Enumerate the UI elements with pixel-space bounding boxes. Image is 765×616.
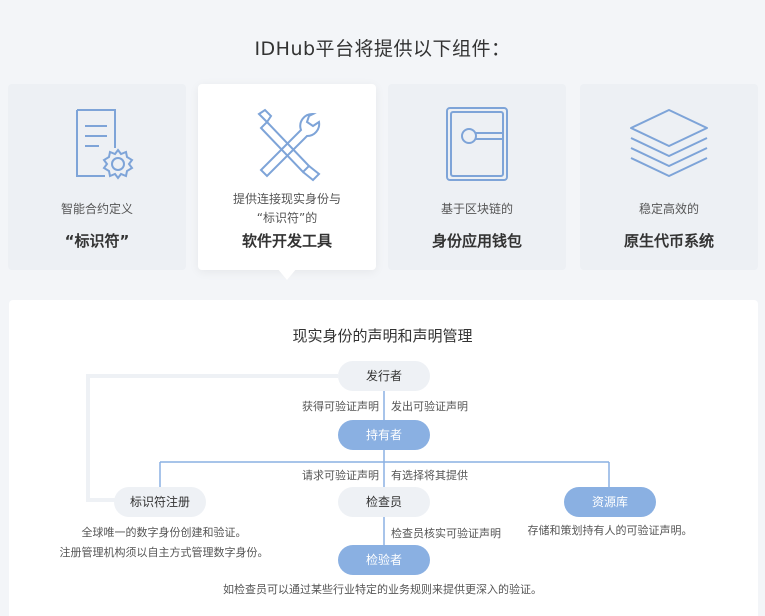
tools-icon	[198, 104, 376, 184]
card-wallet[interactable]: 基于区块链的 身份应用钱包	[388, 84, 566, 270]
card-title: 身份应用钱包	[431, 232, 522, 250]
document-gear-icon	[8, 104, 186, 184]
registry-description-2: 注册管理机构须以自主方式管理数字身份。	[59, 546, 269, 559]
node-inspector[interactable]: 检查员	[338, 487, 430, 517]
card-title: 原生代币系统	[623, 232, 714, 250]
card-title: “标识符”	[64, 232, 130, 250]
diagram-title: 现实身份的声明和声明管理	[292, 327, 473, 345]
node-holder[interactable]: 持有者	[338, 420, 430, 450]
label-issue: 发出可验证声明	[391, 400, 468, 413]
card-identifier-definition[interactable]: 智能合约定义 “标识符”	[8, 84, 186, 270]
label-choose: 有选择将其提供	[391, 469, 468, 482]
label-obtain: 获得可验证声明	[302, 400, 379, 413]
label-verify: 检查员核实可验证声明	[391, 527, 501, 540]
verifier-description: 如检查员可以通过某些行业特定的业务规则来提供更深入的验证。	[223, 583, 542, 596]
node-repository[interactable]: 资源库	[564, 487, 656, 517]
node-registry[interactable]: 标识符注册	[114, 487, 206, 517]
active-card-pointer	[277, 268, 297, 280]
card-subtitle-2: “标识符”的	[256, 211, 318, 225]
card-title: 软件开发工具	[241, 232, 332, 250]
card-token[interactable]: 稳定高效的 原生代币系统	[580, 84, 758, 270]
card-subtitle: 基于区块链的	[440, 202, 513, 216]
wallet-icon	[388, 104, 566, 184]
repository-description: 存储和策划持有人的可验证声明。	[527, 524, 693, 537]
card-subtitle: 提供连接现实身份与	[232, 192, 341, 206]
layers-icon	[580, 104, 758, 184]
card-subtitle: 稳定高效的	[638, 202, 699, 216]
node-issuer[interactable]: 发行者	[338, 361, 430, 391]
node-verifier[interactable]: 检验者	[338, 545, 430, 575]
card-sdk[interactable]: 提供连接现实身份与 “标识符”的 软件开发工具	[198, 84, 376, 270]
page-title: IDHub平台将提供以下组件：	[254, 38, 511, 60]
card-subtitle: 智能合约定义	[60, 202, 133, 216]
label-request: 请求可验证声明	[302, 469, 379, 482]
registry-description-1: 全球唯一的数字身份创建和验证。	[81, 526, 247, 539]
